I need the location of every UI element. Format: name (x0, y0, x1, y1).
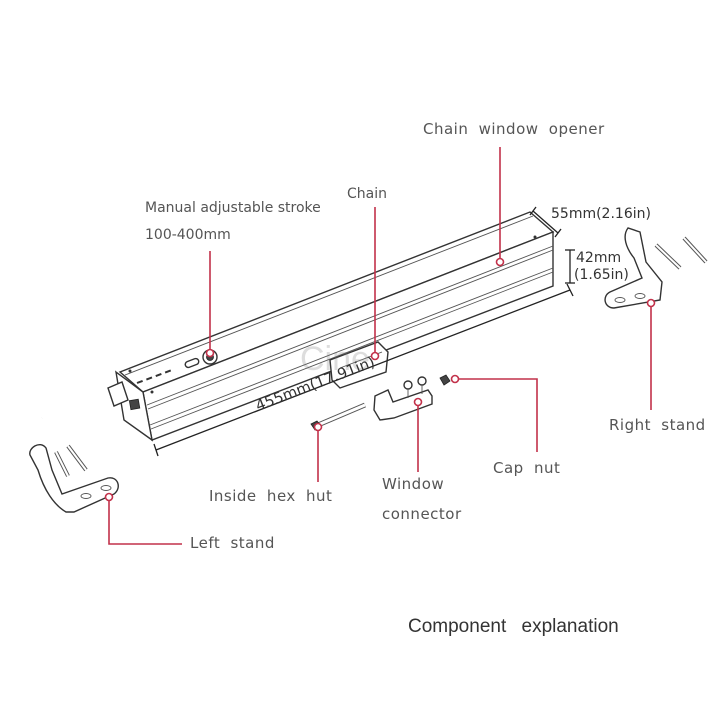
label-stroke-range: 100-400mm (145, 227, 231, 243)
label-cap-nut: Cap nut (493, 459, 561, 477)
label-window: Window (382, 475, 445, 493)
label-chain-window-opener: Chain window opener (423, 120, 605, 138)
dimension-height: 42mm (576, 250, 622, 266)
indicator-slot (184, 357, 200, 369)
dimension-lines (153, 206, 575, 457)
label-connector: connector (382, 505, 462, 523)
dimension-height-inches: (1.65in) (574, 267, 629, 283)
label-inside-hex-nut: Inside hex hut (209, 487, 333, 505)
label-right-stand: Right stand (609, 416, 706, 434)
label-manual-stroke: Manual adjustable stroke (145, 200, 321, 216)
cap-nut (439, 374, 451, 386)
leader-left-stand (108, 500, 182, 545)
right-stand (604, 227, 708, 309)
window-connector (373, 376, 433, 421)
leader-cap-nut (459, 378, 538, 452)
label-chain: Chain (347, 186, 387, 202)
cable-gland (107, 381, 129, 407)
left-stand (29, 444, 119, 513)
leader-lines (104, 147, 656, 545)
actuator-body (41, 211, 555, 442)
watermark: Cine (300, 340, 370, 378)
label-left-stand: Left stand (190, 534, 275, 552)
diagram-title: Component explanation (408, 616, 619, 637)
dimension-width: 55mm(2.16in) (551, 206, 651, 222)
